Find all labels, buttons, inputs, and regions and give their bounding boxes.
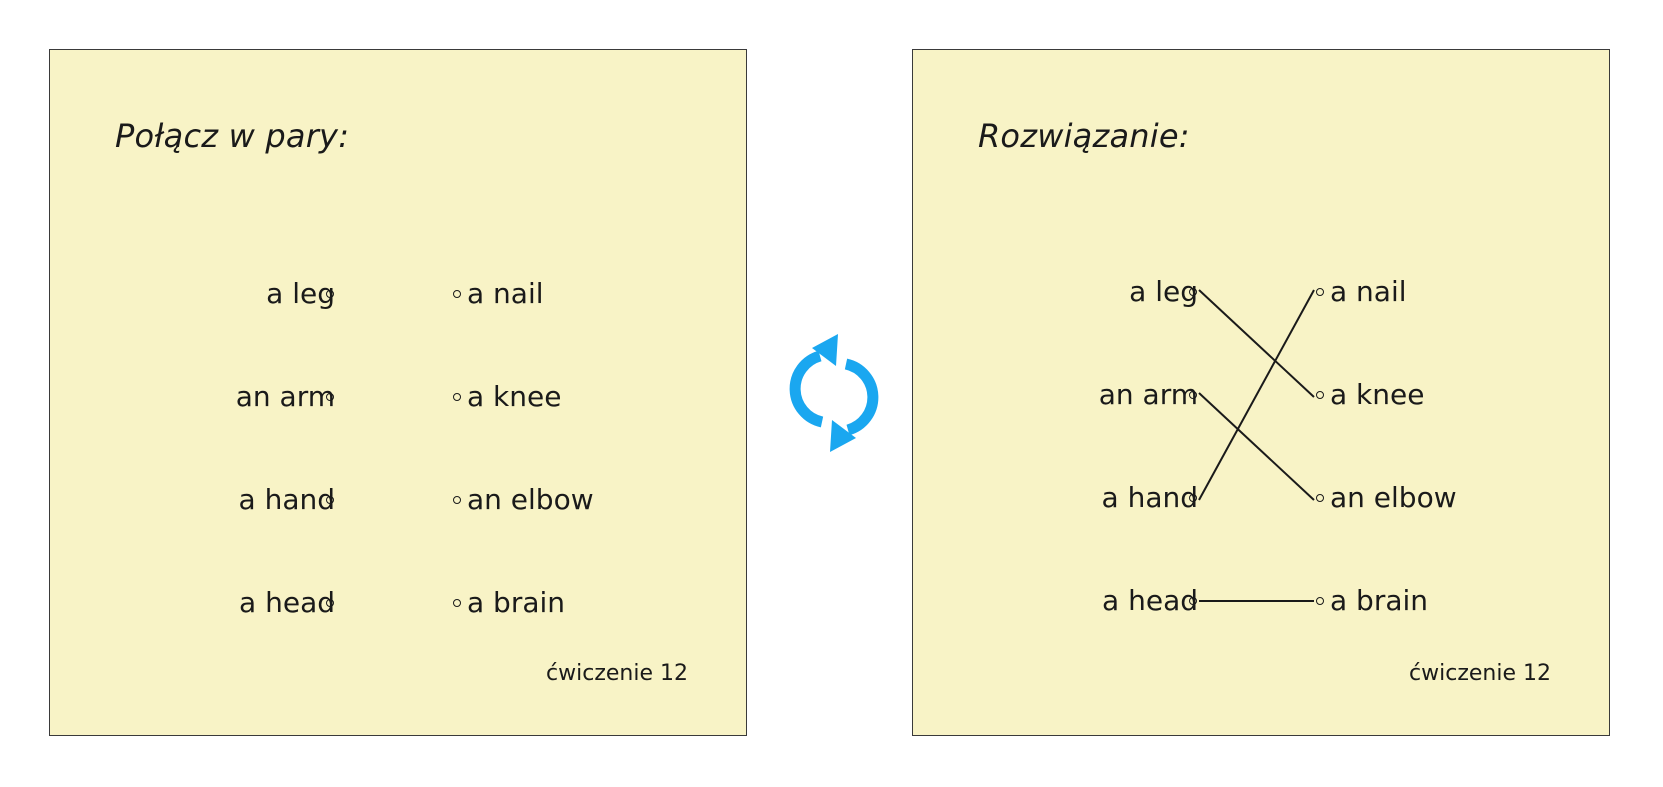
left-word: a hand — [1101, 481, 1198, 514]
left-connector-dot[interactable] — [326, 290, 334, 298]
right-connector-dot — [1316, 288, 1324, 296]
exercise-number: ćwiczenie 12 — [546, 661, 688, 686]
solution-card: Rozwiązanie: a leg an arm a hand a head … — [912, 49, 1610, 736]
right-word: an elbow — [1330, 481, 1457, 514]
left-connector-dot — [1189, 494, 1197, 502]
solution-connector-line — [1198, 289, 1315, 501]
left-word: a head — [1102, 584, 1198, 617]
left-connector-dot — [1189, 391, 1197, 399]
left-word: a leg — [266, 277, 335, 310]
right-connector-dot[interactable] — [453, 290, 461, 298]
solution-connector-line — [1198, 289, 1315, 398]
right-word: an elbow — [467, 483, 594, 516]
right-connector-dot[interactable] — [453, 599, 461, 607]
left-word: a head — [239, 586, 335, 619]
right-connector-dot — [1316, 494, 1324, 502]
right-word: a nail — [1330, 275, 1407, 308]
exercise-title: Połącz w pary: — [115, 117, 350, 155]
left-connector-dot[interactable] — [326, 599, 334, 607]
exercise-card: Połącz w pary: a leg an arm a hand a hea… — [49, 49, 747, 736]
left-connector-dot — [1189, 597, 1197, 605]
left-word: a leg — [1129, 275, 1198, 308]
right-connector-dot[interactable] — [453, 496, 461, 504]
right-connector-dot — [1316, 597, 1324, 605]
left-word: an arm — [235, 380, 335, 413]
solution-connector-line — [1198, 392, 1315, 501]
right-word: a knee — [467, 380, 562, 413]
solution-lines — [1198, 289, 1315, 602]
left-word: a hand — [238, 483, 335, 516]
solution-title: Rozwiązanie: — [978, 117, 1190, 155]
left-word: an arm — [1098, 378, 1198, 411]
left-connector-dot — [1189, 288, 1197, 296]
right-word: a brain — [467, 586, 566, 619]
left-connector-dot[interactable] — [326, 496, 334, 504]
right-word: a brain — [1330, 584, 1429, 617]
refresh-icon[interactable] — [786, 334, 882, 452]
right-word: a knee — [1330, 378, 1425, 411]
right-word: a nail — [467, 277, 544, 310]
solution-number: ćwiczenie 12 — [1409, 661, 1551, 686]
right-connector-dot — [1316, 391, 1324, 399]
left-connector-dot[interactable] — [326, 393, 334, 401]
right-connector-dot[interactable] — [453, 393, 461, 401]
